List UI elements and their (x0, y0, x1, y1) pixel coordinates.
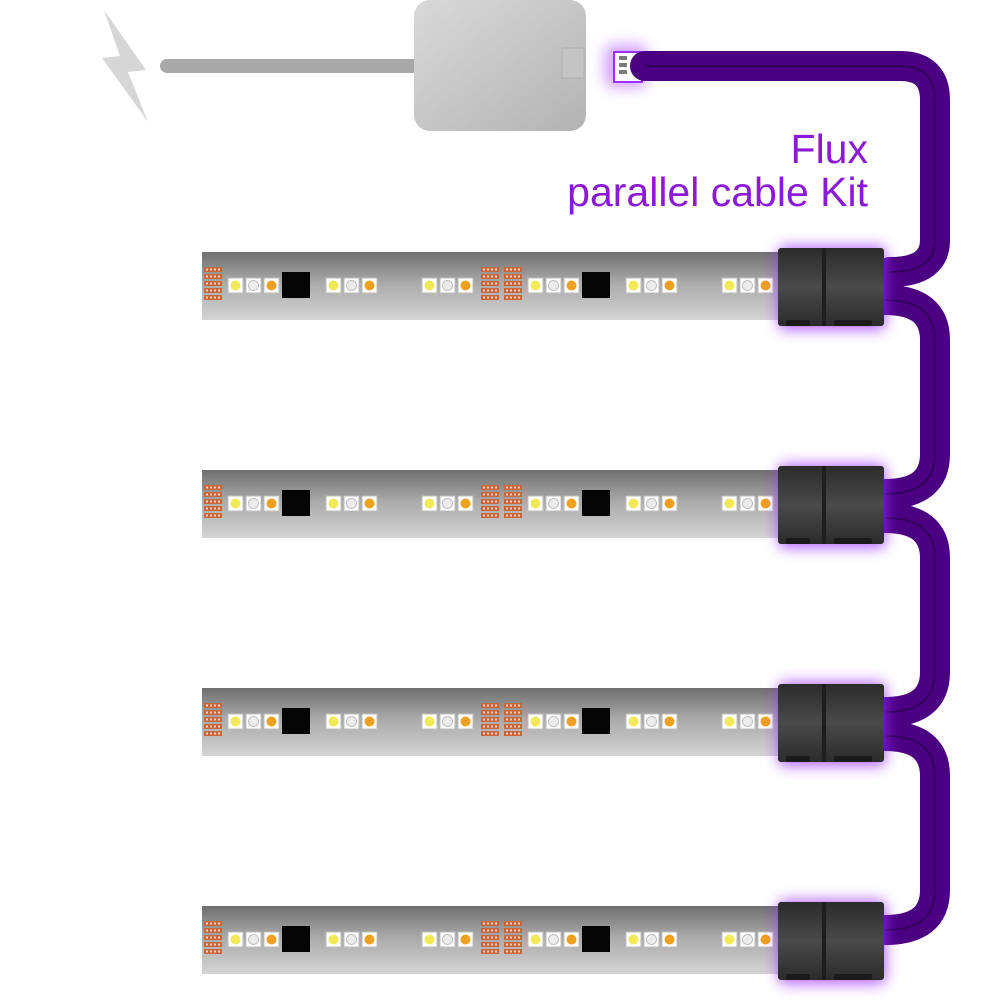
driver-ic (282, 926, 310, 952)
connector-latch (834, 538, 872, 544)
strip-connector (778, 900, 886, 984)
lightning-bolt-icon (102, 10, 148, 122)
driver-ic (282, 708, 310, 734)
title-line-1: Flux (790, 126, 868, 172)
connector-latch (834, 974, 872, 980)
strip-connector (778, 682, 886, 766)
solder-pads (504, 267, 522, 300)
product-title: Flux parallel cable Kit (567, 128, 868, 214)
title-line-2: parallel cable Kit (567, 169, 868, 215)
solder-pads (204, 921, 222, 954)
driver-ic (582, 926, 610, 952)
led-strip (202, 906, 802, 974)
parallel-cable (630, 51, 950, 945)
driver-ic (582, 272, 610, 298)
connector-body (778, 684, 884, 762)
led-strip (202, 252, 802, 320)
led-strip (202, 688, 802, 756)
solder-pads (504, 485, 522, 518)
solder-pads (204, 267, 222, 300)
solder-pads (504, 921, 522, 954)
connector-latch (786, 974, 810, 980)
led-strips (202, 252, 802, 974)
solder-pads (504, 703, 522, 736)
connector-latch (834, 320, 872, 326)
driver-ic (582, 708, 610, 734)
solder-pads (204, 703, 222, 736)
connector-latch (786, 538, 810, 544)
connector-body (778, 902, 884, 980)
connector-latch (786, 756, 810, 762)
solder-pads (481, 485, 499, 518)
connector-body (778, 248, 884, 326)
strip-connectors (778, 246, 886, 984)
solder-pads (481, 921, 499, 954)
strip-connector (778, 246, 886, 330)
solder-pads (481, 703, 499, 736)
strip-connector (778, 464, 886, 548)
connector-latch (786, 320, 810, 326)
solder-pads (481, 267, 499, 300)
led-strip (202, 470, 802, 538)
driver-ic (282, 490, 310, 516)
connector-latch (834, 756, 872, 762)
controller-box (414, 0, 586, 131)
solder-pads (204, 485, 222, 518)
connector-body (778, 466, 884, 544)
driver-ic (282, 272, 310, 298)
driver-ic (582, 490, 610, 516)
